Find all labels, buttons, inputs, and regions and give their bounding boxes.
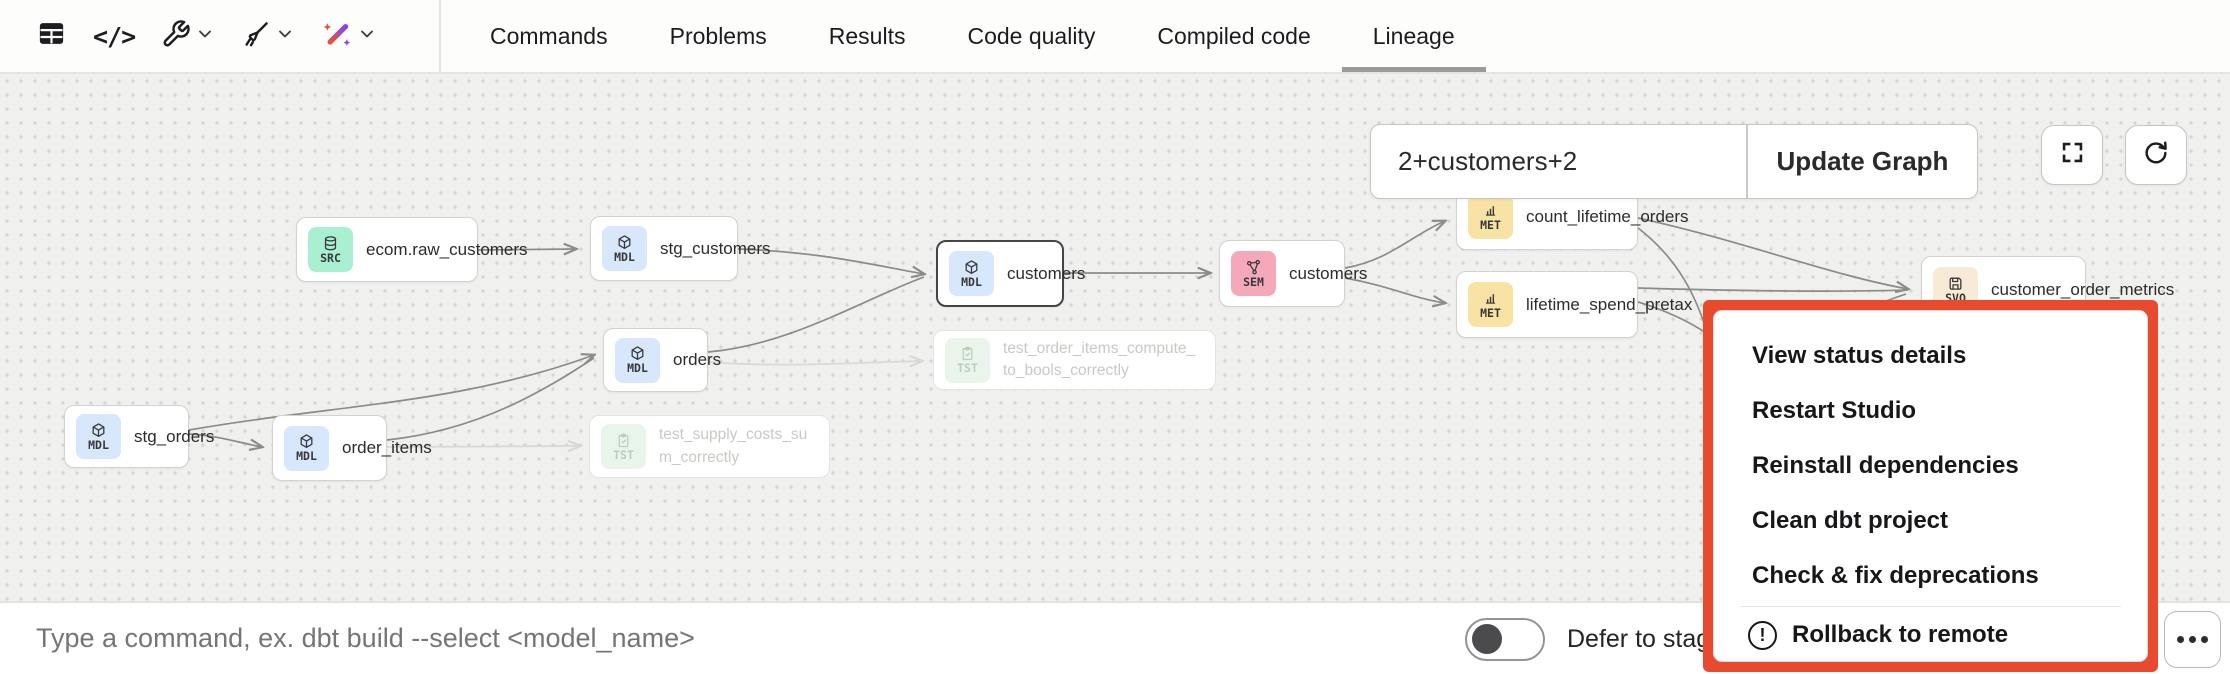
node-label: test_supply_costs_sum_correctly <box>659 426 808 466</box>
alert-circle-icon: ! <box>1748 620 1777 650</box>
menu-item-reinstall-dependencies[interactable]: Reinstall dependencies <box>1752 451 2019 479</box>
node-label: order_items <box>342 438 432 457</box>
lineage-node-customers-semantic[interactable]: SEM customers <box>1219 240 1367 307</box>
ellipsis-icon <box>2177 636 2184 643</box>
wrench-icon <box>161 19 191 54</box>
preview-table-button[interactable] <box>30 12 73 60</box>
menu-divider <box>1740 606 2121 608</box>
lineage-node-ecom-raw-customers[interactable]: SRC ecom.raw_customers <box>296 217 528 282</box>
tab-code-quality[interactable]: Code quality <box>967 22 1096 49</box>
mdl-badge: MDL <box>284 425 329 471</box>
lineage-node-test-supply-costs-sum-correctly[interactable]: TST test_supply_costs_sum_correctly <box>589 415 830 478</box>
panel-tabs: Commands Problems Results Code quality Compi… <box>441 0 1486 72</box>
mdl-badge: MDL <box>949 251 994 296</box>
defer-toggle[interactable] <box>1465 618 1545 661</box>
node-label: customer_order_metrics <box>1991 279 2175 299</box>
lineage-node-test-order-items-compute-to-bools-correctly[interactable]: TST test_order_items_compute_to_bools_cor… <box>933 330 1216 390</box>
menu-item-label: Rollback to remote <box>1792 621 2009 649</box>
magic-wand-icon <box>321 18 353 55</box>
src-badge: SRC <box>308 227 353 272</box>
lineage-node-stg-orders[interactable]: MDL stg_orders <box>64 405 214 468</box>
menu-item-clean-dbt-project[interactable]: Clean dbt project <box>1752 506 1949 534</box>
toggle-knob <box>1472 624 1502 654</box>
lineage-node-customers-model[interactable]: MDL customers <box>936 240 1085 307</box>
refresh-icon <box>2142 139 2170 172</box>
build-tools-button[interactable] <box>155 13 221 60</box>
node-label: count_lifetime_orders <box>1526 206 1689 226</box>
met-badge: MET <box>1468 282 1513 327</box>
node-label: lifetime_spend_pretax <box>1526 294 1693 314</box>
lineage-node-order-items[interactable]: MDL order_items <box>272 415 432 481</box>
met-badge: MET <box>1468 194 1513 239</box>
sem-badge: SEM <box>1231 251 1276 296</box>
chevron-down-icon <box>275 24 295 49</box>
mdl-badge: MDL <box>602 226 647 271</box>
lineage-selector-bar: 2+customers+2 Update Graph <box>1370 124 1978 199</box>
tab-compiled-code[interactable]: Compiled code <box>1157 22 1311 49</box>
broom-icon <box>241 19 271 54</box>
menu-item-view-status-details[interactable]: View status details <box>1752 341 1967 369</box>
node-label: customers <box>1007 263 1086 283</box>
table-icon <box>36 18 67 54</box>
node-label: test_order_items_compute_to_bools_correc… <box>1003 339 1196 379</box>
lineage-selector-input[interactable]: 2+customers+2 <box>1398 146 1578 176</box>
fullscreen-icon <box>2059 139 2086 171</box>
lineage-node-lifetime-spend-pretax[interactable]: MET lifetime_spend_pretax <box>1456 271 1692 338</box>
top-toolbar: </> <box>0 0 2230 74</box>
tst-badge: TST <box>945 337 990 383</box>
lineage-node-orders[interactable]: MDL orders <box>603 328 721 392</box>
tst-badge: TST <box>601 424 646 469</box>
fullscreen-button[interactable] <box>2041 125 2103 185</box>
selector-divider <box>1746 125 1748 198</box>
tab-commands[interactable]: Commands <box>490 22 608 49</box>
update-graph-button[interactable]: Update Graph <box>1776 146 1949 176</box>
node-label: customers <box>1289 263 1368 283</box>
tab-results[interactable]: Results <box>828 22 906 49</box>
more-options-button[interactable] <box>2164 611 2221 668</box>
lineage-node-stg-customers[interactable]: MDL stg_customers <box>590 216 771 281</box>
node-label: ecom.raw_customers <box>366 239 528 259</box>
tab-problems[interactable]: Problems <box>669 22 767 49</box>
mdl-badge: MDL <box>615 337 660 383</box>
chevron-down-icon <box>195 24 215 49</box>
refresh-graph-button[interactable] <box>2125 125 2187 185</box>
code-view-button[interactable]: </> <box>87 16 141 57</box>
node-label: orders <box>673 350 722 369</box>
clean-tools-button[interactable] <box>235 13 301 60</box>
chevron-down-icon <box>357 24 377 49</box>
editor-tool-group: </> <box>0 0 441 72</box>
node-label: stg_orders <box>134 426 215 446</box>
menu-item-check-fix-deprecations[interactable]: Check & fix deprecations <box>1752 561 2039 589</box>
menu-item-rollback-to-remote[interactable]: ! Rollback to remote <box>1714 609 2147 661</box>
code-icon: </> <box>93 21 136 51</box>
mdl-badge: MDL <box>76 414 121 459</box>
ai-fix-button[interactable] <box>315 12 383 61</box>
menu-item-restart-studio[interactable]: Restart Studio <box>1752 396 1917 424</box>
lineage-edges <box>188 217 2230 601</box>
tab-lineage[interactable]: Lineage <box>1341 0 1486 72</box>
node-label: stg_customers <box>660 238 771 258</box>
